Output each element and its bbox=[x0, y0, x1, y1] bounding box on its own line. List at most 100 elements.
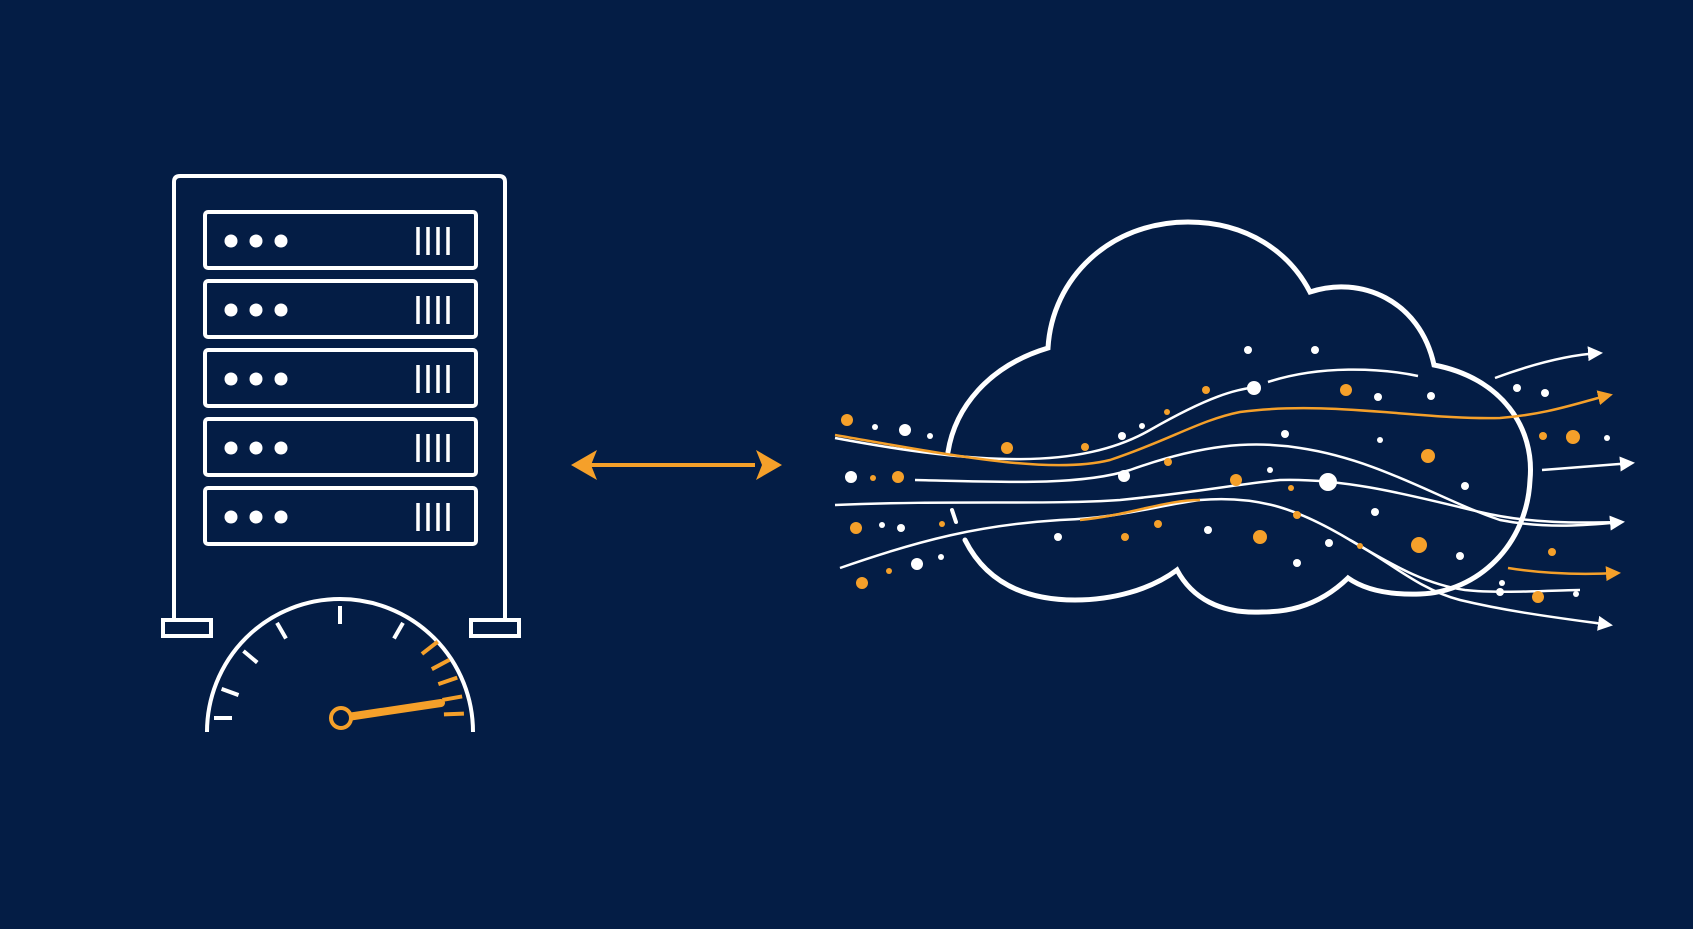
server-unit bbox=[203, 486, 478, 546]
data-particle bbox=[1566, 430, 1580, 444]
data-particle bbox=[1357, 543, 1363, 549]
data-particle bbox=[1532, 591, 1544, 603]
data-particle bbox=[872, 424, 878, 430]
cloud-icon bbox=[945, 219, 1533, 615]
data-particle bbox=[856, 577, 868, 589]
data-particle bbox=[1202, 386, 1210, 394]
server-unit-panel bbox=[203, 348, 478, 408]
gauge-tick bbox=[220, 687, 240, 697]
speedometer-icon bbox=[205, 597, 475, 733]
data-particle bbox=[1311, 346, 1319, 354]
data-particle bbox=[1371, 508, 1379, 516]
gauge-tick-accent bbox=[442, 694, 463, 702]
server-unit-panel bbox=[203, 279, 478, 339]
double-arrow-head-left bbox=[571, 450, 597, 480]
data-particle bbox=[1204, 526, 1212, 534]
server-unit bbox=[203, 279, 478, 339]
rack-foot-left bbox=[161, 618, 213, 638]
stream-line bbox=[914, 443, 1625, 531]
data-particle bbox=[1340, 384, 1352, 396]
stream-line bbox=[834, 390, 1613, 467]
server-unit-panel bbox=[203, 210, 478, 270]
data-particle bbox=[1267, 467, 1273, 473]
indicator-light bbox=[224, 510, 238, 524]
gauge-pivot bbox=[329, 706, 353, 730]
indicator-light bbox=[274, 372, 288, 386]
data-particle bbox=[1081, 443, 1089, 451]
indicator-light bbox=[224, 372, 238, 386]
gauge-tick bbox=[275, 621, 288, 640]
rack-foot-right bbox=[469, 618, 521, 638]
stream-line bbox=[834, 478, 1623, 524]
data-particle bbox=[886, 568, 892, 574]
server-unit-panel bbox=[203, 486, 478, 546]
stream-line bbox=[1494, 346, 1603, 380]
gauge-tick-accent bbox=[420, 640, 439, 656]
data-particle bbox=[911, 558, 923, 570]
indicator-light bbox=[274, 234, 288, 248]
data-particle bbox=[1456, 552, 1464, 560]
stream-line bbox=[1541, 456, 1635, 472]
data-particle bbox=[1573, 591, 1579, 597]
indicator-light bbox=[249, 303, 263, 317]
data-particle bbox=[841, 414, 853, 426]
data-particle bbox=[1377, 437, 1383, 443]
data-particle bbox=[1118, 432, 1126, 440]
stream-line bbox=[1349, 538, 1613, 631]
data-particle bbox=[1499, 580, 1505, 586]
gauge-tick bbox=[392, 621, 405, 640]
data-particle bbox=[1230, 474, 1242, 486]
data-particle bbox=[927, 433, 933, 439]
double-arrow-icon bbox=[571, 450, 782, 480]
data-particle bbox=[939, 521, 945, 527]
gauge-tick-accent bbox=[430, 658, 451, 671]
gauge-needle bbox=[337, 699, 445, 722]
indicator-light bbox=[224, 441, 238, 455]
server-rack-icon bbox=[161, 174, 521, 638]
data-particle bbox=[1253, 530, 1267, 544]
data-particle bbox=[1139, 423, 1145, 429]
stream-line bbox=[1507, 566, 1621, 582]
data-particle bbox=[1548, 548, 1556, 556]
data-particle bbox=[1496, 588, 1504, 596]
data-particle bbox=[938, 554, 944, 560]
data-particle bbox=[1288, 485, 1294, 491]
data-particle bbox=[1247, 381, 1261, 395]
data-particle bbox=[1604, 435, 1610, 441]
data-particle bbox=[1541, 389, 1549, 397]
stream-line bbox=[834, 384, 1261, 461]
gauge-arc bbox=[205, 597, 475, 733]
server-unit bbox=[203, 348, 478, 408]
server-unit-panel bbox=[203, 417, 478, 477]
indicator-light bbox=[274, 510, 288, 524]
data-particle bbox=[1461, 482, 1469, 490]
data-particle bbox=[1293, 511, 1301, 519]
server-unit bbox=[203, 210, 478, 270]
data-particle bbox=[1244, 346, 1252, 354]
data-particle bbox=[1319, 473, 1337, 491]
data-particle bbox=[1164, 458, 1172, 466]
data-particle bbox=[879, 522, 885, 528]
cloud-gap-mark bbox=[950, 508, 958, 524]
gauge-tick-accent bbox=[437, 675, 458, 687]
stream-line bbox=[1079, 498, 1201, 522]
data-particle bbox=[1121, 533, 1129, 541]
data-particle bbox=[1513, 384, 1521, 392]
data-particle bbox=[1325, 539, 1333, 547]
indicator-light bbox=[224, 303, 238, 317]
server-unit bbox=[203, 417, 478, 477]
data-particle bbox=[1539, 432, 1547, 440]
indicator-light bbox=[249, 234, 263, 248]
indicator-light bbox=[249, 441, 263, 455]
rack-frame bbox=[172, 174, 507, 620]
gauge-tick bbox=[242, 649, 259, 665]
indicator-light bbox=[274, 441, 288, 455]
data-particle bbox=[1411, 537, 1427, 553]
indicator-light bbox=[224, 234, 238, 248]
data-particle bbox=[897, 524, 905, 532]
data-particle bbox=[870, 475, 876, 481]
data-particle bbox=[1054, 533, 1062, 541]
cloud-outline bbox=[945, 219, 1533, 615]
stream-line bbox=[839, 497, 1581, 594]
